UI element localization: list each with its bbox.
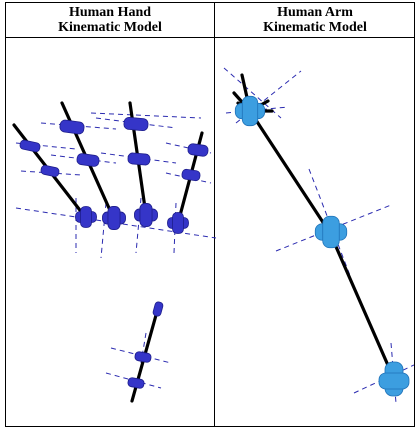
hand-knuckle-1-v-body xyxy=(80,206,92,228)
hand-finger-4-joint-mid xyxy=(181,168,201,182)
hand-knuckle-4-v xyxy=(172,212,184,234)
arm-upper-link xyxy=(248,109,332,235)
hand-knuckle-1-v xyxy=(80,206,92,228)
hand-finger-2-joint-mid xyxy=(76,153,100,167)
arm-shoulder-joint-v-body xyxy=(241,95,259,127)
hand-finger-1-joint-mid xyxy=(40,165,60,177)
column-divider xyxy=(214,3,215,426)
hand-knuckle-4-v-body xyxy=(172,212,184,234)
hand-panel-title: Human Hand Kinematic Model xyxy=(6,5,214,35)
arm-panel-title: Human Arm Kinematic Model xyxy=(215,5,415,35)
hand-thumb-joint-tip xyxy=(152,301,164,317)
hand-top-axis xyxy=(90,112,202,119)
hand-finger-3-joint-top-body xyxy=(123,116,149,132)
hand-middle-axis-lower xyxy=(50,154,117,164)
hand-finger-3-joint-top xyxy=(123,116,149,132)
arm-shoulder-joint-v xyxy=(241,95,259,127)
arm-wrist-joint-h xyxy=(378,372,410,390)
kinematic-models-figure: Human Hand Kinematic Model Human Arm Kin… xyxy=(5,2,415,427)
arm-wrist-joint-h-body xyxy=(378,372,410,390)
hand-thumb-joint-mid-body xyxy=(134,351,152,363)
hand-thumb-joint-base-body xyxy=(127,377,145,389)
hand-thumb-joint-tip-body xyxy=(152,301,164,317)
hand-knuckle-3-v xyxy=(139,203,153,227)
arm-elbow-joint-v xyxy=(322,215,340,249)
arm-title-line1: Human Arm xyxy=(277,5,353,20)
hand-finger-4-joint-mid-body xyxy=(181,168,201,182)
hand-knuckle-axis-3 xyxy=(100,202,107,259)
arm-elbow-axis-1 xyxy=(275,204,392,252)
arm-title-line2: Kinematic Model xyxy=(263,20,367,35)
hand-thumb-joint-mid xyxy=(134,351,152,363)
hand-title-line2: Kinematic Model xyxy=(58,20,162,35)
hand-finger-2-joint-top-body xyxy=(59,119,85,135)
hand-knuckle-3-v-body xyxy=(139,203,153,227)
arm-elbow-joint-v-body xyxy=(322,215,340,249)
hand-knuckle-2-v-body xyxy=(107,206,121,230)
hand-finger-4-joint-top xyxy=(187,143,209,157)
header-separator xyxy=(6,37,414,38)
hand-pinky-axis-lower xyxy=(165,172,212,184)
hand-title-line1: Human Hand xyxy=(68,5,152,20)
hand-finger-2-joint-mid-body xyxy=(76,153,100,167)
hand-finger-1-joint-mid-body xyxy=(40,165,60,177)
hand-finger-2-joint-top xyxy=(59,119,85,135)
hand-finger-4-joint-top-body xyxy=(187,143,209,157)
hand-finger-3-joint-mid xyxy=(127,152,151,166)
arm-wrist-axis-1 xyxy=(353,364,414,394)
hand-thumb-joint-base xyxy=(127,377,145,389)
hand-knuckle-2-v xyxy=(107,206,121,230)
hand-finger-3-joint-mid-body xyxy=(127,152,151,166)
kinematic-diagram xyxy=(12,67,414,404)
hand-finger-1-joint-top-body xyxy=(19,139,41,153)
arm-forearm-link xyxy=(328,231,396,381)
hand-finger-1-joint-top xyxy=(19,139,41,153)
